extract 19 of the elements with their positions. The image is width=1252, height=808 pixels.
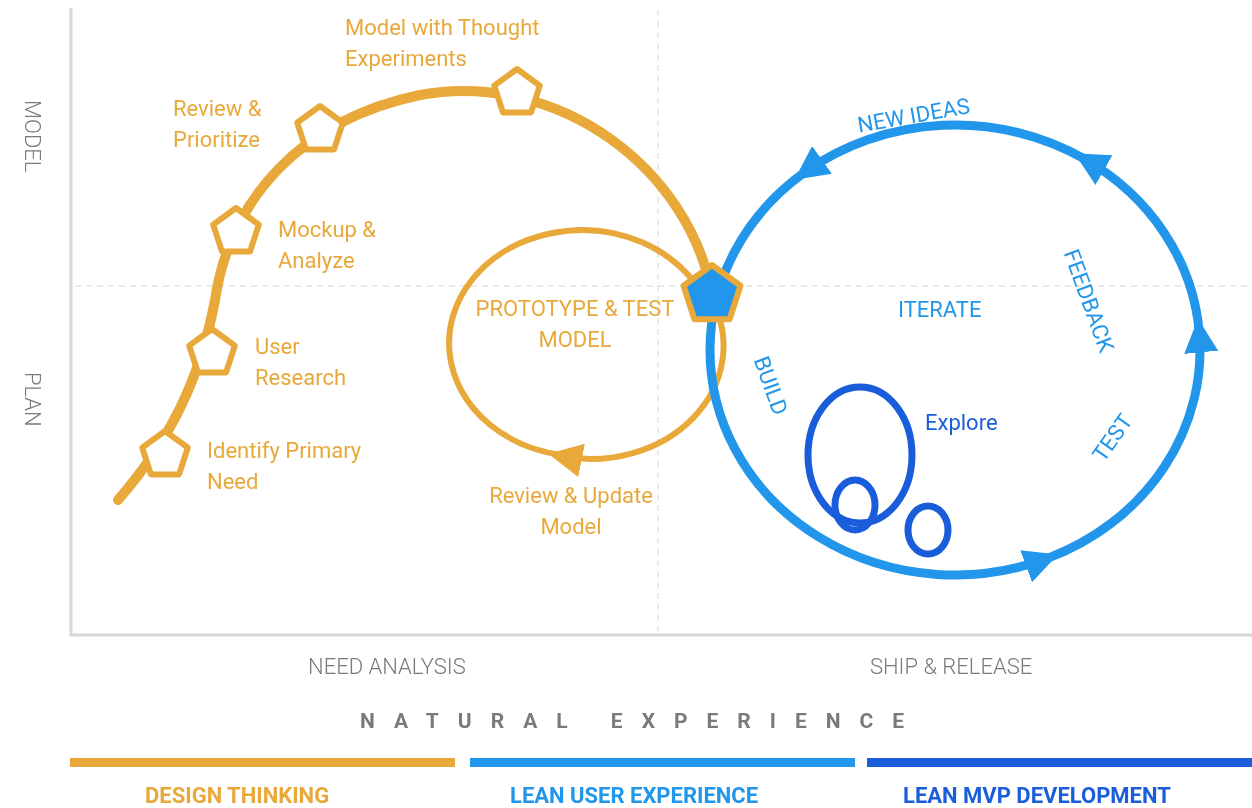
legend-label: LEAN MVP DEVELOPMENT	[903, 782, 1171, 808]
axis-label: MODEL	[19, 100, 46, 173]
stage-label: PROTOTYPE & TEST MODEL	[475, 295, 675, 354]
axis-label: SHIP & RELEASE	[870, 653, 1033, 681]
step-label: NEW IDEAS	[855, 92, 973, 140]
step-label: Model with Thought Experiments	[345, 14, 541, 73]
step-label: User Research	[255, 333, 348, 392]
legend-label: LEAN USER EXPERIENCE	[510, 782, 759, 808]
stage-label: ITERATE	[898, 296, 982, 324]
step-label: Identify Primary Need	[207, 437, 363, 496]
step-label: Explore	[925, 409, 998, 437]
step-label: Review & Update Model	[488, 482, 654, 541]
axis-label: PLAN	[19, 372, 46, 427]
step-label: Mockup & Analyze	[278, 216, 378, 275]
step-label: Review & Prioritize	[173, 95, 263, 154]
step-label: BUILD	[747, 352, 794, 420]
axis-label: NEED ANALYSIS	[308, 653, 466, 681]
legend-label: DESIGN THINKING	[145, 782, 330, 808]
axis-title: NATURAL EXPERIENCE	[360, 708, 924, 735]
